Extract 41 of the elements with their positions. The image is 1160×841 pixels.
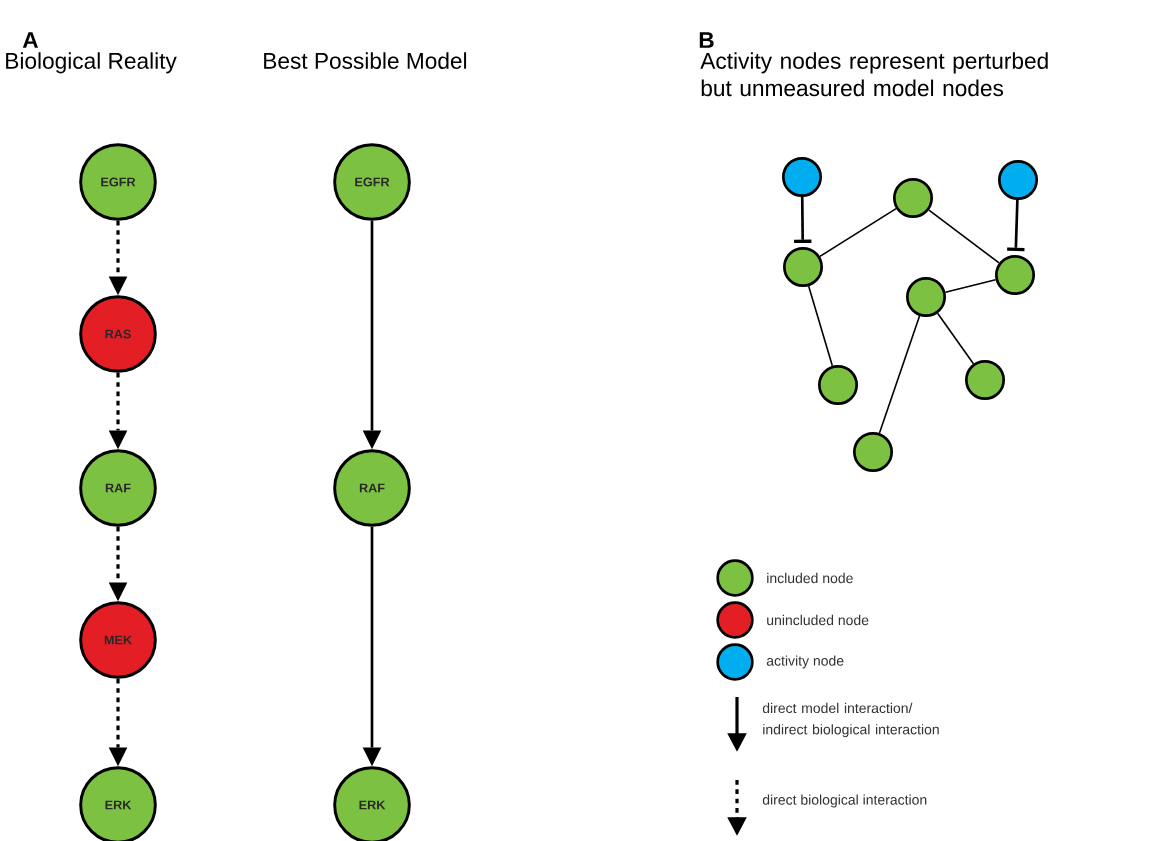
panel-letter: B	[699, 32, 714, 48]
network-node	[893, 178, 933, 218]
connector-line	[819, 207, 897, 258]
protein-node: EGFR	[79, 143, 157, 221]
arrow	[108, 372, 128, 450]
arrow	[108, 526, 128, 602]
panel-heading: Activity nodes represent perturbed but unmeasured model nodes	[700, 52, 1048, 97]
legend-text: included node	[767, 572, 853, 584]
protein-node: RAF	[333, 449, 411, 527]
inhibition-line	[794, 196, 812, 244]
legend-text: direct biological interaction	[762, 794, 927, 808]
column-heading: Best Possible Model	[264, 52, 467, 69]
connector-line	[944, 279, 997, 293]
protein-node: ERK	[79, 766, 157, 841]
network-node	[906, 277, 946, 317]
network-node	[818, 365, 858, 405]
network-node	[998, 160, 1038, 200]
column-heading: Biological Reality	[6, 52, 177, 74]
protein-node: MEK	[79, 601, 157, 679]
arrow	[108, 220, 128, 296]
network-node	[782, 157, 822, 197]
arrow	[362, 220, 382, 450]
legend-text: direct model interaction/ indirect biological interaction	[762, 702, 939, 738]
inhibition-line	[1007, 199, 1025, 252]
panel-letter: A	[22, 32, 39, 48]
arrow	[108, 678, 128, 767]
connector-line	[928, 209, 1000, 264]
legend-text: activity node	[766, 655, 844, 669]
network-node	[853, 432, 893, 472]
connector-line	[878, 315, 921, 434]
network-node	[995, 255, 1035, 295]
protein-node: EGFR	[333, 143, 411, 221]
arrow	[362, 526, 382, 767]
protein-node: RAS	[79, 295, 157, 373]
connector-line	[936, 312, 975, 365]
protein-node: ERK	[333, 766, 411, 841]
network-node	[965, 360, 1005, 400]
protein-node: RAF	[79, 449, 157, 527]
connector-line	[807, 285, 834, 367]
network-node	[783, 247, 823, 287]
legend-text: unincluded node	[767, 614, 869, 626]
